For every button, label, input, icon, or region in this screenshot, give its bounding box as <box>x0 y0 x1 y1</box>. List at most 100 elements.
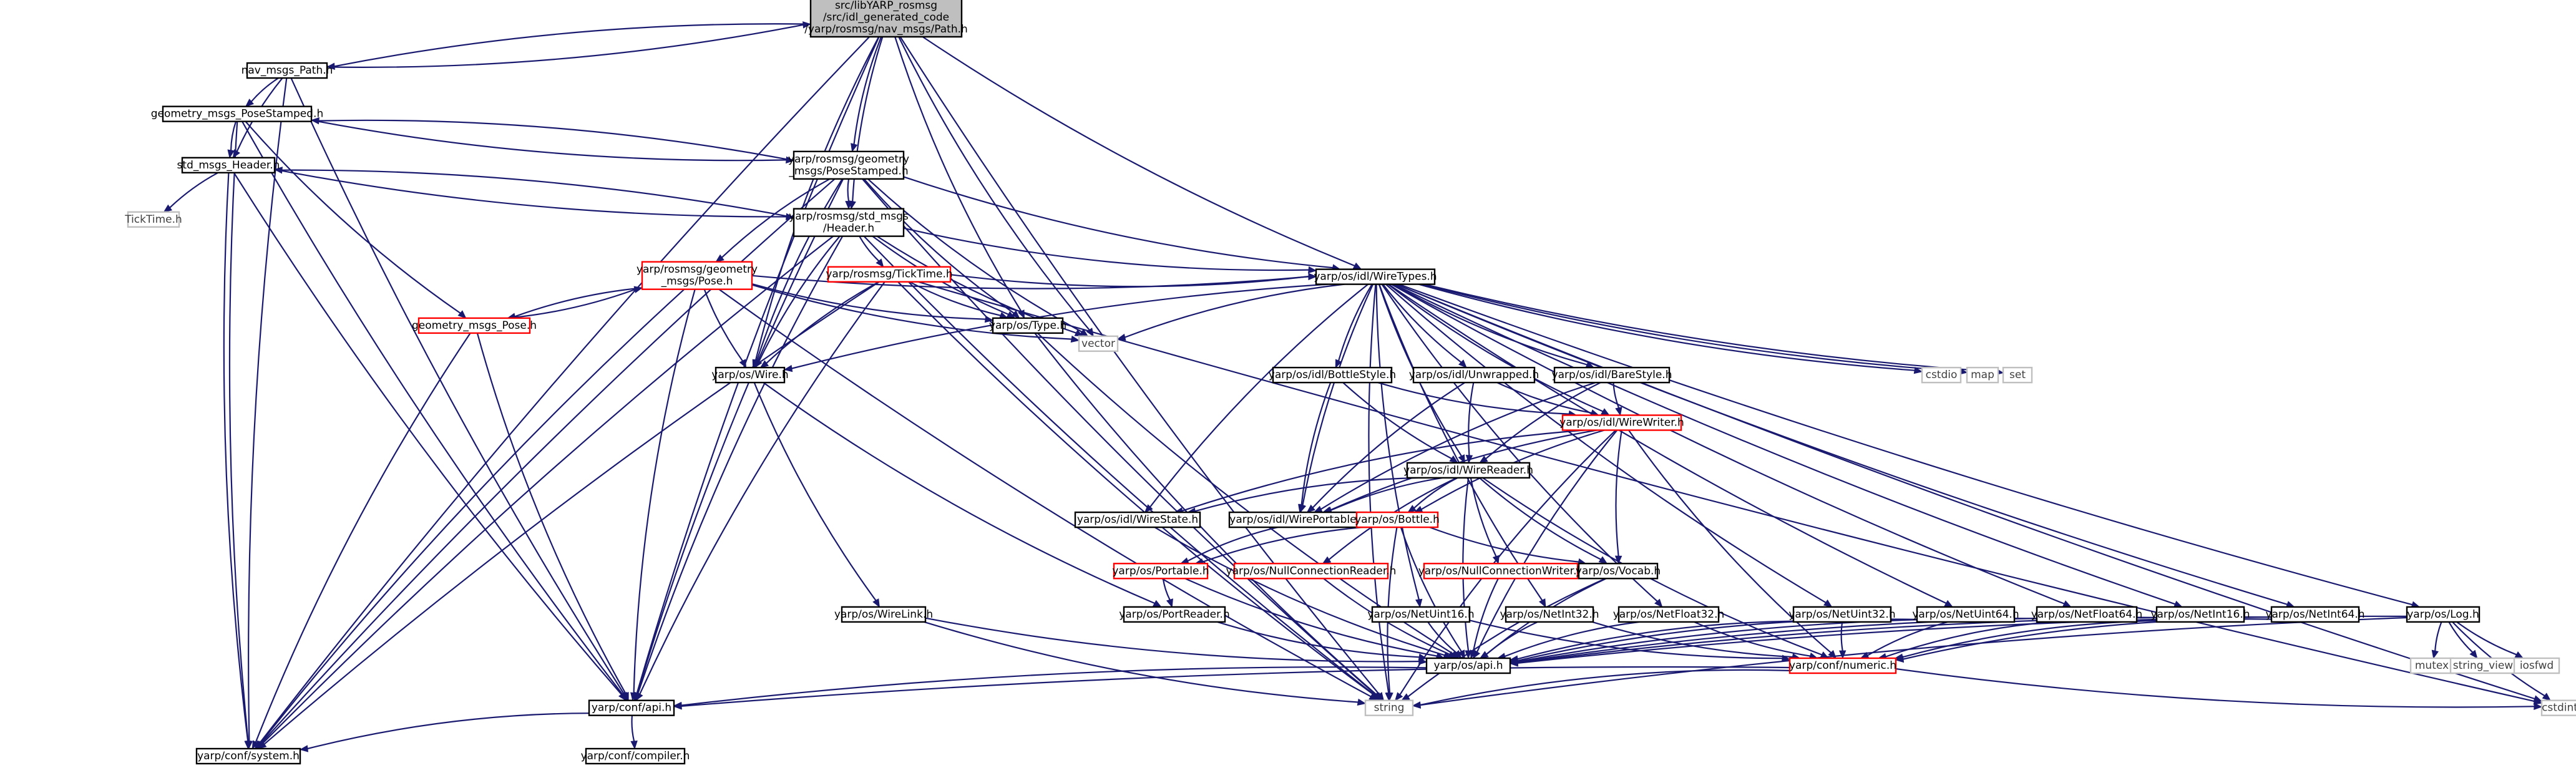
node-label: _msgs/Pose.h <box>661 275 733 288</box>
edge-wiretypes-to-netuint16 <box>1375 284 1423 608</box>
node-unwrapped[interactable]: yarp/os/idl/Unwrapped.h <box>1409 366 1539 384</box>
edge-os_wire-to-wirelink <box>753 382 880 608</box>
node-netint64[interactable]: yarp/os/NetInt64.h <box>2265 606 2365 623</box>
node-box <box>2270 606 2360 623</box>
edge-wiretypes-to-unwrapped <box>1382 283 1467 369</box>
node-conf-api[interactable]: yarp/conf/api.h <box>588 699 675 716</box>
node-yr-ticktime[interactable]: yarp/rosmsg/TickTime.h <box>826 266 953 283</box>
node-box <box>1113 563 1209 580</box>
edge-yr_posestamped-to-yr_header <box>845 178 852 210</box>
node-wirestate[interactable]: yarp/os/idl/WireState.h <box>1074 511 1201 528</box>
node-label: yarp/conf/system.h <box>197 750 300 762</box>
edge-bottle-to-os_api <box>1400 527 1465 659</box>
edge-gm_posestamped-to-gm_pose <box>245 120 467 319</box>
node-gm-posestamped[interactable]: geometry_msgs_PoseStamped.h <box>151 105 323 122</box>
node-label: cstdint <box>2542 702 2576 714</box>
node-os-type[interactable]: yarp/os/Type.h <box>989 317 1066 334</box>
node-wirelink[interactable]: yarp/os/WireLink.h <box>834 606 933 623</box>
node-netuint64[interactable]: yarp/os/NetUint64.h <box>1912 606 2019 623</box>
node-cstdint[interactable]: cstdint <box>2540 699 2576 716</box>
edge-yr_header-to-yr_ticktime <box>859 236 884 268</box>
node-oslog[interactable]: yarp/os/Log.h <box>2406 606 2481 623</box>
node-set[interactable]: set <box>2002 366 2033 384</box>
node-label: yarp/os/WireLink.h <box>834 608 933 621</box>
edge-root-to-yr_posestamped <box>851 36 882 153</box>
edge-wiretypes-to-netint64 <box>1395 283 2295 608</box>
node-conf-compiler[interactable]: yarp/conf/compiler.h <box>581 747 690 765</box>
node-box <box>1412 366 1536 384</box>
node-label: yarp/os/idl/WireReader.h <box>1403 464 1533 477</box>
edge-numeric-to-conf_api <box>673 666 1790 710</box>
node-label: yarp/os/NetInt16.h <box>2150 608 2250 621</box>
node-label: /Header.h <box>823 222 874 235</box>
edges-layer <box>163 21 2552 752</box>
node-netuint16[interactable]: yarp/os/NetUint16.h <box>1367 606 1475 623</box>
edge-gm_pose-to-yr_pose <box>507 286 643 319</box>
node-label: string <box>1374 702 1405 714</box>
node-box <box>1272 366 1393 384</box>
edge-wiretypes-to-cstdint <box>1395 283 2543 702</box>
node-netfloat64[interactable]: yarp/os/NetFloat64.h <box>2031 606 2143 623</box>
node-string[interactable]: string <box>1364 699 1414 716</box>
node-iosfwd[interactable]: iosfwd <box>2513 657 2560 674</box>
node-netuint32[interactable]: yarp/os/NetUint32.h <box>1788 606 1896 623</box>
node-barestyle[interactable]: yarp/os/idl/BareStyle.h <box>1552 366 1672 384</box>
node-mutex[interactable]: mutex <box>2409 657 2454 674</box>
node-label: yarp/os/NetFloat32.h <box>1613 608 1725 621</box>
node-netint32[interactable]: yarp/os/NetInt32.h <box>1500 606 1599 623</box>
edge-wiretypes-to-vector <box>1116 283 1345 341</box>
node-box <box>1505 606 1594 623</box>
node-cstdio[interactable]: cstdio <box>1921 366 1962 384</box>
node-box <box>1966 366 1999 384</box>
node-nullconnwriter[interactable]: yarp/os/NullConnectionWriter.h <box>1418 563 1584 580</box>
node-bottlestyle[interactable]: yarp/os/idl/BottleStyle.h <box>1269 366 1396 384</box>
node-box <box>246 62 328 79</box>
node-wiretypes[interactable]: yarp/os/idl/WireTypes.h <box>1314 268 1437 285</box>
node-gm-pose[interactable]: geometry_msgs_Pose.h <box>412 317 537 334</box>
edge-yr_posestamped-to-yr_pose <box>715 178 831 263</box>
node-string-view[interactable]: string_view <box>2449 657 2517 674</box>
node-conf-system[interactable]: yarp/conf/system.h <box>195 747 301 765</box>
node-bottle[interactable]: yarp/os/Bottle.h <box>1355 511 1440 528</box>
node-label: src/libYARP_rosmsg <box>835 0 937 12</box>
node-box <box>2406 606 2481 623</box>
edge-wiretypes-to-netint32 <box>1378 284 1546 608</box>
edge-wirereader-to-nullconnwriter <box>1470 477 1500 565</box>
edge-bottlestyle-to-wirereader <box>1342 382 1458 464</box>
node-wirewriter[interactable]: yarp/os/idl/WireWriter.h <box>1559 414 1684 431</box>
node-label: yarp/rosmsg/geometry <box>637 263 758 276</box>
edge-nav_path-to-gm_posestamped <box>245 77 279 107</box>
edge-barestyle-to-wirewriter <box>1612 382 1622 416</box>
node-box <box>1355 511 1439 528</box>
node-ticktime-ext[interactable]: TickTime.h <box>124 211 182 228</box>
node-nullconnreader[interactable]: yarp/os/NullConnectionReader.h <box>1226 563 1397 580</box>
edge-wiretypes-to-set <box>1424 283 2004 376</box>
node-yr-pose[interactable]: yarp/rosmsg/geometry_msgs/Pose.h <box>637 261 758 290</box>
node-box <box>1788 657 1897 674</box>
node-yr-posestamped[interactable]: yarp/rosmsg/geometry_msgs/PoseStamped.h <box>788 150 909 180</box>
edge-netuint16-to-os_api <box>1427 621 1462 659</box>
node-os-wire[interactable]: yarp/os/Wire.h <box>711 366 789 384</box>
node-portreader[interactable]: yarp/os/PortReader.h <box>1119 606 1230 623</box>
edge-barestyle-to-wirereader <box>1479 382 1601 464</box>
node-vector[interactable]: vector <box>1078 335 1119 352</box>
edge-netuint16-to-numeric <box>1469 620 1791 662</box>
node-wireportable[interactable]: yarp/os/idl/WirePortable.h <box>1228 511 1368 528</box>
node-os-api[interactable]: yarp/os/api.h <box>1425 657 1511 674</box>
node-box <box>2002 366 2033 384</box>
node-label: iosfwd <box>2520 659 2554 672</box>
node-netint16[interactable]: yarp/os/NetInt16.h <box>2150 606 2250 623</box>
edge-yr_ticktime-to-conf_api <box>635 281 886 701</box>
node-nav-path[interactable]: nav_msgs_Path.h <box>242 62 333 79</box>
node-root[interactable]: src/libYARP_rosmsg/src/idl_generated_cod… <box>804 0 968 38</box>
node-wirereader[interactable]: yarp/os/idl/WireReader.h <box>1403 462 1533 479</box>
node-numeric[interactable]: yarp/conf/numeric.h <box>1788 657 1897 674</box>
node-std-header[interactable]: std_msgs_Header.h <box>177 157 280 174</box>
node-portable[interactable]: yarp/os/Portable.h <box>1112 563 1209 580</box>
node-box <box>1123 606 1226 623</box>
node-vocab[interactable]: yarp/os/Vocab.h <box>1576 563 1661 580</box>
node-map[interactable]: map <box>1966 366 1999 384</box>
node-yr-header[interactable]: yarp/rosmsg/std_msgs/Header.h <box>789 208 909 237</box>
node-netfloat32[interactable]: yarp/os/NetFloat32.h <box>1613 606 1725 623</box>
edge-oslog-to-mutex <box>2431 621 2442 659</box>
